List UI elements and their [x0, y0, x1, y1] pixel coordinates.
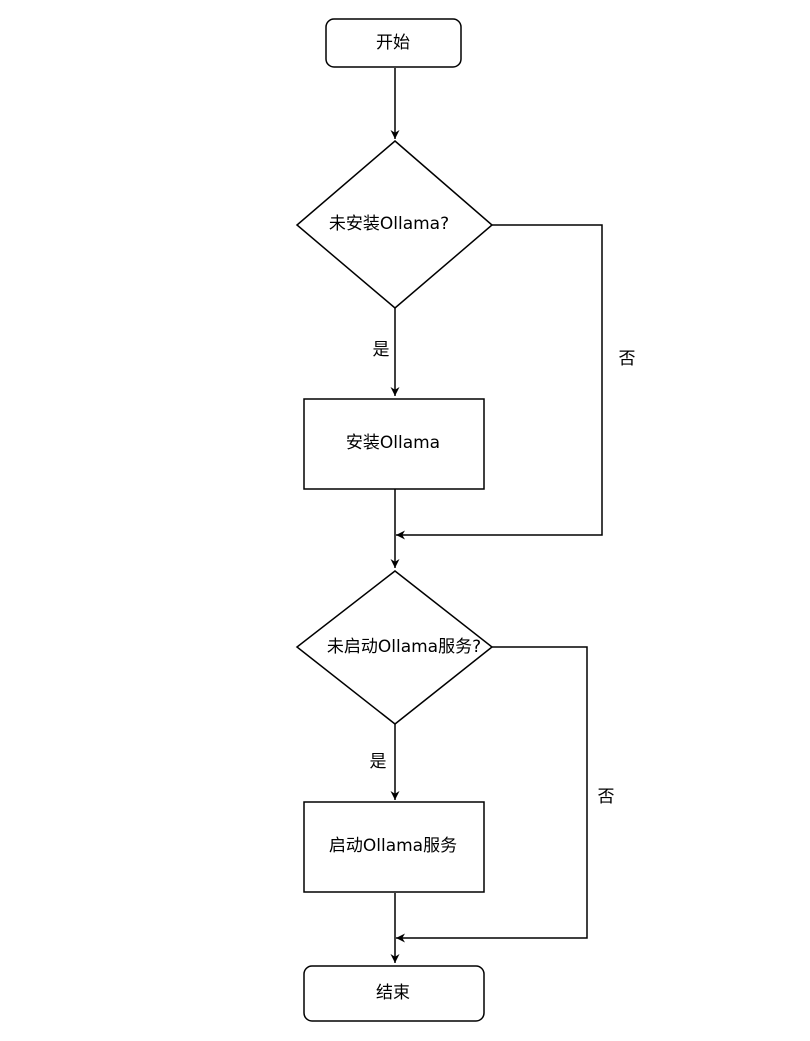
start-service-process-shape	[303, 801, 485, 893]
check-installed-decision-shape	[295, 140, 494, 309]
node-start: 开始	[325, 18, 462, 68]
node-start-service: 启动Ollama服务	[303, 801, 485, 893]
edge-label-check-installed-no: 否	[619, 349, 636, 369]
check-service-label: 未启动Ollama服务?	[327, 637, 481, 657]
check-installed-label: 未安装Ollama?	[329, 214, 449, 234]
node-install: 安装Ollama	[303, 398, 485, 490]
install-process-shape	[303, 398, 485, 490]
start-service-label: 启动Ollama服务	[329, 836, 457, 856]
edge-check-service-no	[396, 646, 588, 943]
end-label: 结束	[376, 983, 410, 1003]
edge-label-check-service-no: 否	[598, 787, 615, 807]
start-label: 开始	[376, 33, 410, 53]
edge-label-check-installed-yes: 是	[373, 340, 390, 360]
node-check-installed: 未安装Ollama?	[295, 140, 494, 309]
node-end: 结束	[303, 965, 485, 1022]
edge-label-check-service-yes: 是	[370, 752, 387, 772]
node-check-service: 未启动Ollama服务?	[295, 570, 494, 725]
start-terminator-shape	[325, 18, 462, 68]
check-service-decision-shape	[295, 570, 494, 725]
edge-check-installed-no	[396, 224, 603, 540]
install-label: 安装Ollama	[346, 433, 440, 453]
end-terminator-shape	[303, 965, 485, 1022]
